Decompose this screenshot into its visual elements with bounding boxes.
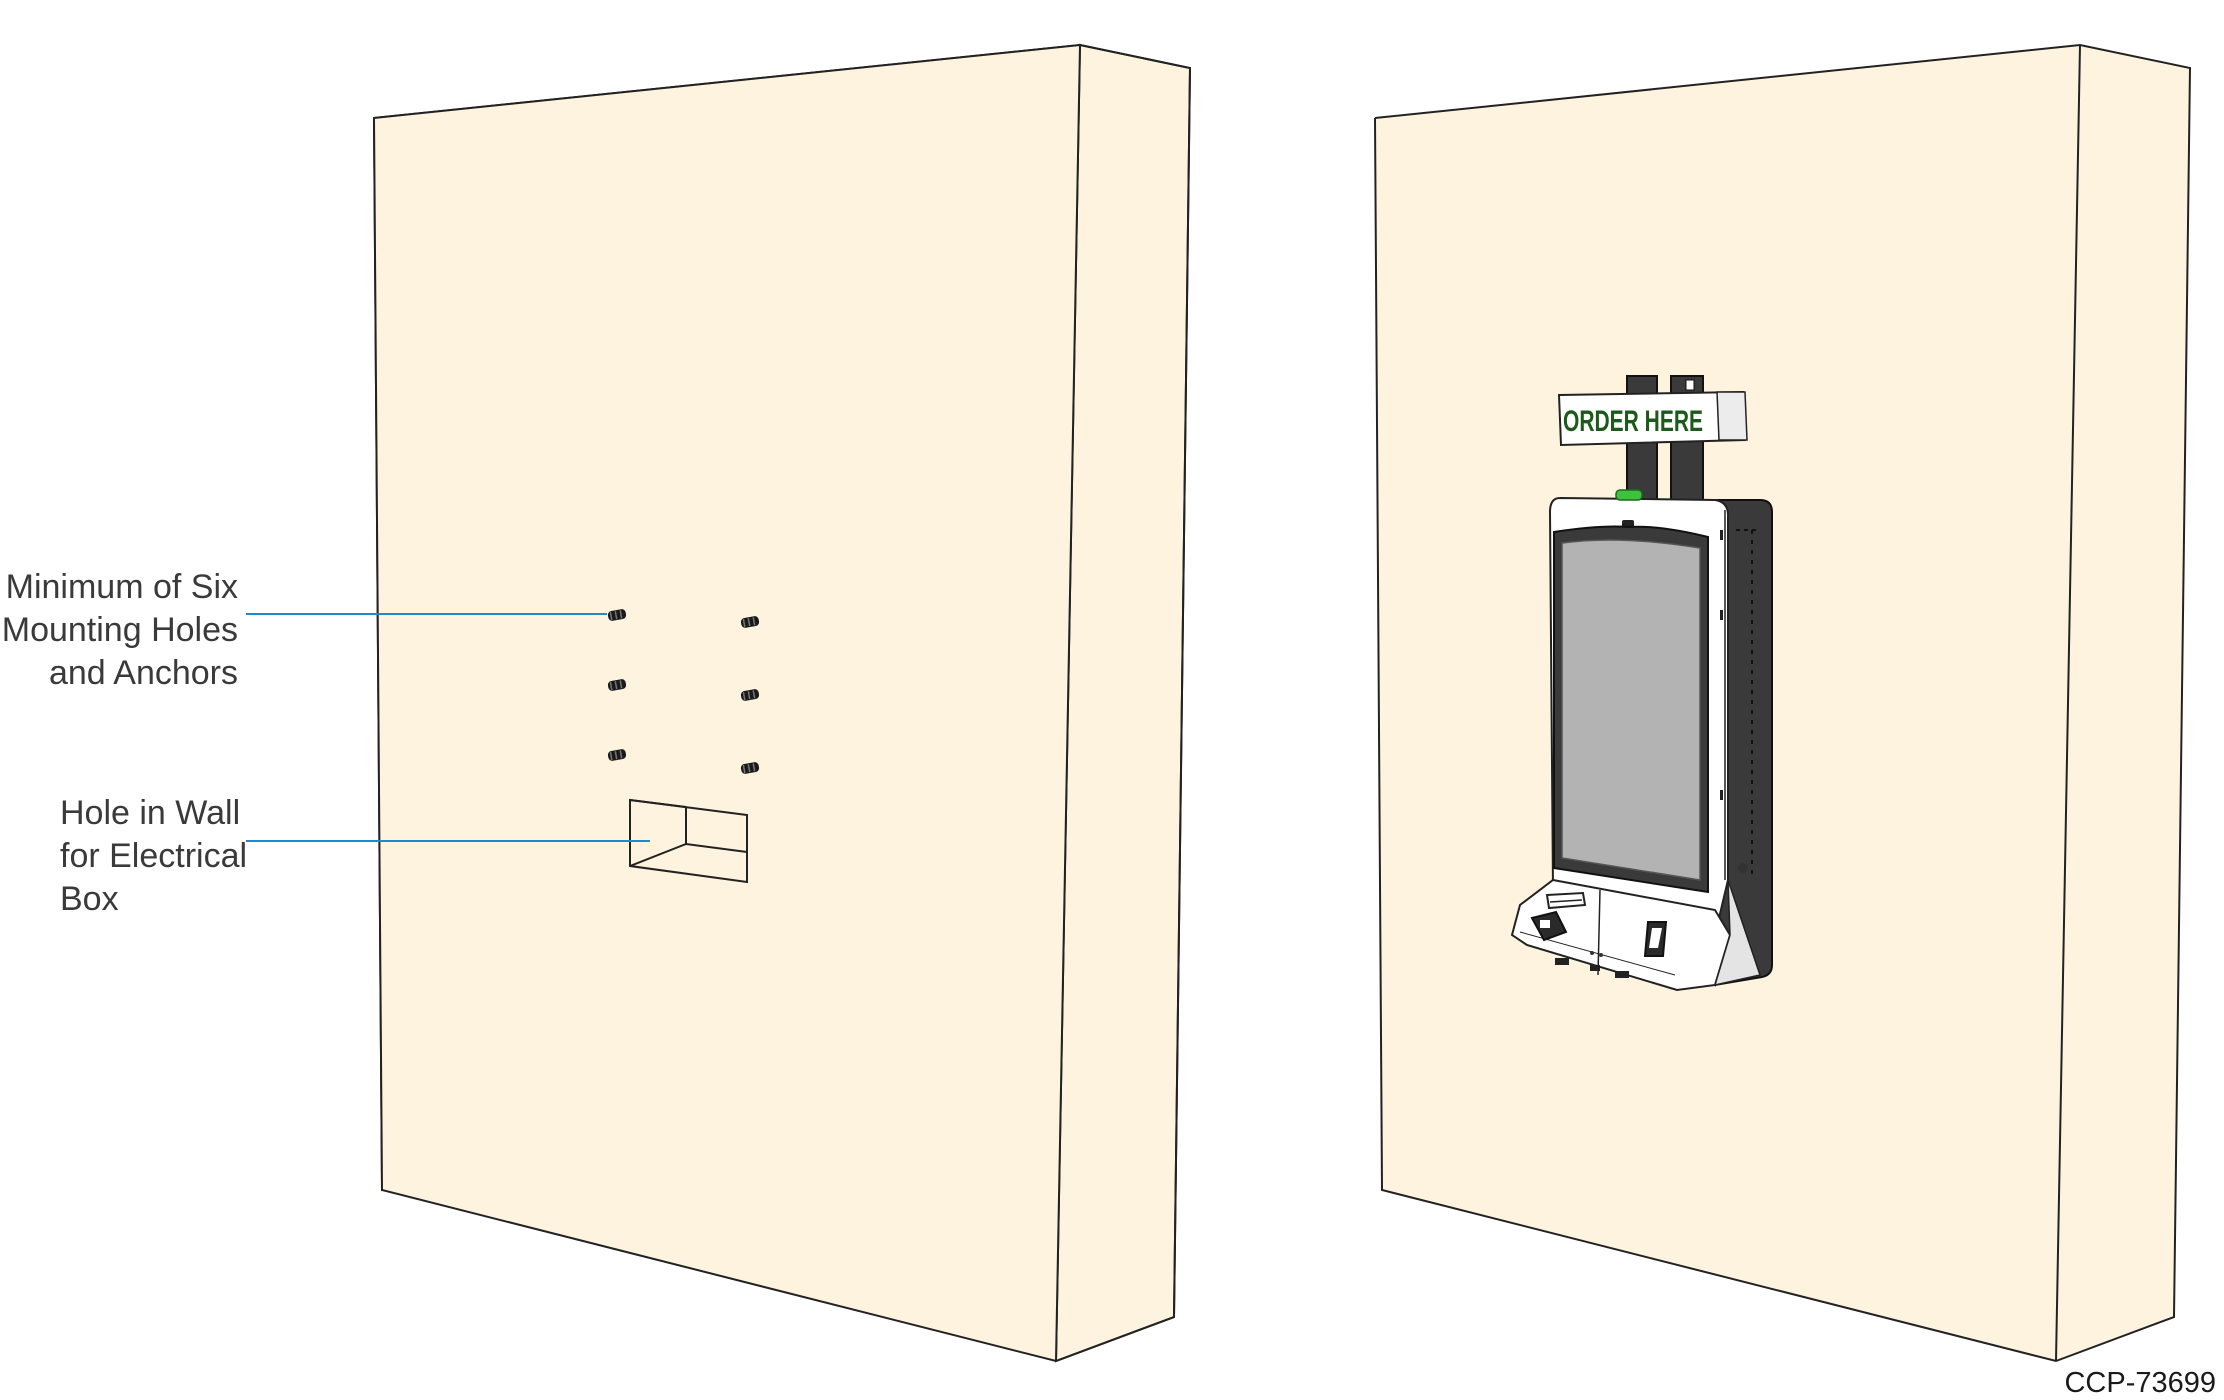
- anchor: [607, 679, 627, 691]
- callout-mounting-line2: Mounting Holes: [2, 611, 238, 649]
- mounting-holes-callout: Minimum of Six Mounting Holes and Anchor…: [2, 568, 607, 692]
- callout-electrical-line2: for Electrical: [60, 837, 247, 875]
- bottom-port-icon: [1590, 965, 1600, 971]
- anchor: [607, 609, 627, 621]
- callout-mounting-line3: and Anchors: [49, 654, 238, 692]
- callout-electrical-line1: Hole in Wall: [60, 794, 240, 832]
- callout-electrical-line3: Box: [60, 880, 119, 918]
- right-wall: [1374, 43, 2192, 1363]
- anchor: [740, 689, 760, 701]
- status-led: [1615, 489, 1643, 501]
- sign-label: ORDER HERE: [1563, 405, 1703, 438]
- right-wall-side-face: [2056, 45, 2190, 1361]
- kiosk: ORDER HERE: [1510, 375, 1773, 992]
- anchor: [607, 749, 627, 761]
- mounting-anchors: [607, 609, 760, 774]
- anchor: [740, 616, 760, 628]
- card-reader-icon: [1545, 891, 1587, 910]
- bottom-port-icon: [1555, 958, 1569, 965]
- anchor: [740, 762, 760, 774]
- payment-terminal-icon: [1530, 910, 1568, 942]
- left-wall: [372, 43, 1192, 1363]
- bottom-port-icon: [1615, 971, 1629, 978]
- figure-id: CCP-73699: [2064, 1367, 2216, 1399]
- screen-display: [1561, 539, 1701, 881]
- kiosk-back-housing: [1714, 499, 1773, 987]
- electrical-box-callout: Hole in Wall for Electrical Box: [60, 794, 650, 918]
- left-wall-bottom-face: [374, 45, 1080, 1361]
- order-here-sign: ORDER HERE: [1557, 390, 1748, 447]
- side-port-icon: [1738, 863, 1748, 873]
- scanner-icon: [1643, 921, 1668, 957]
- callout-mounting-line1: Minimum of Six: [6, 568, 238, 606]
- electrical-box-hole: [629, 798, 748, 884]
